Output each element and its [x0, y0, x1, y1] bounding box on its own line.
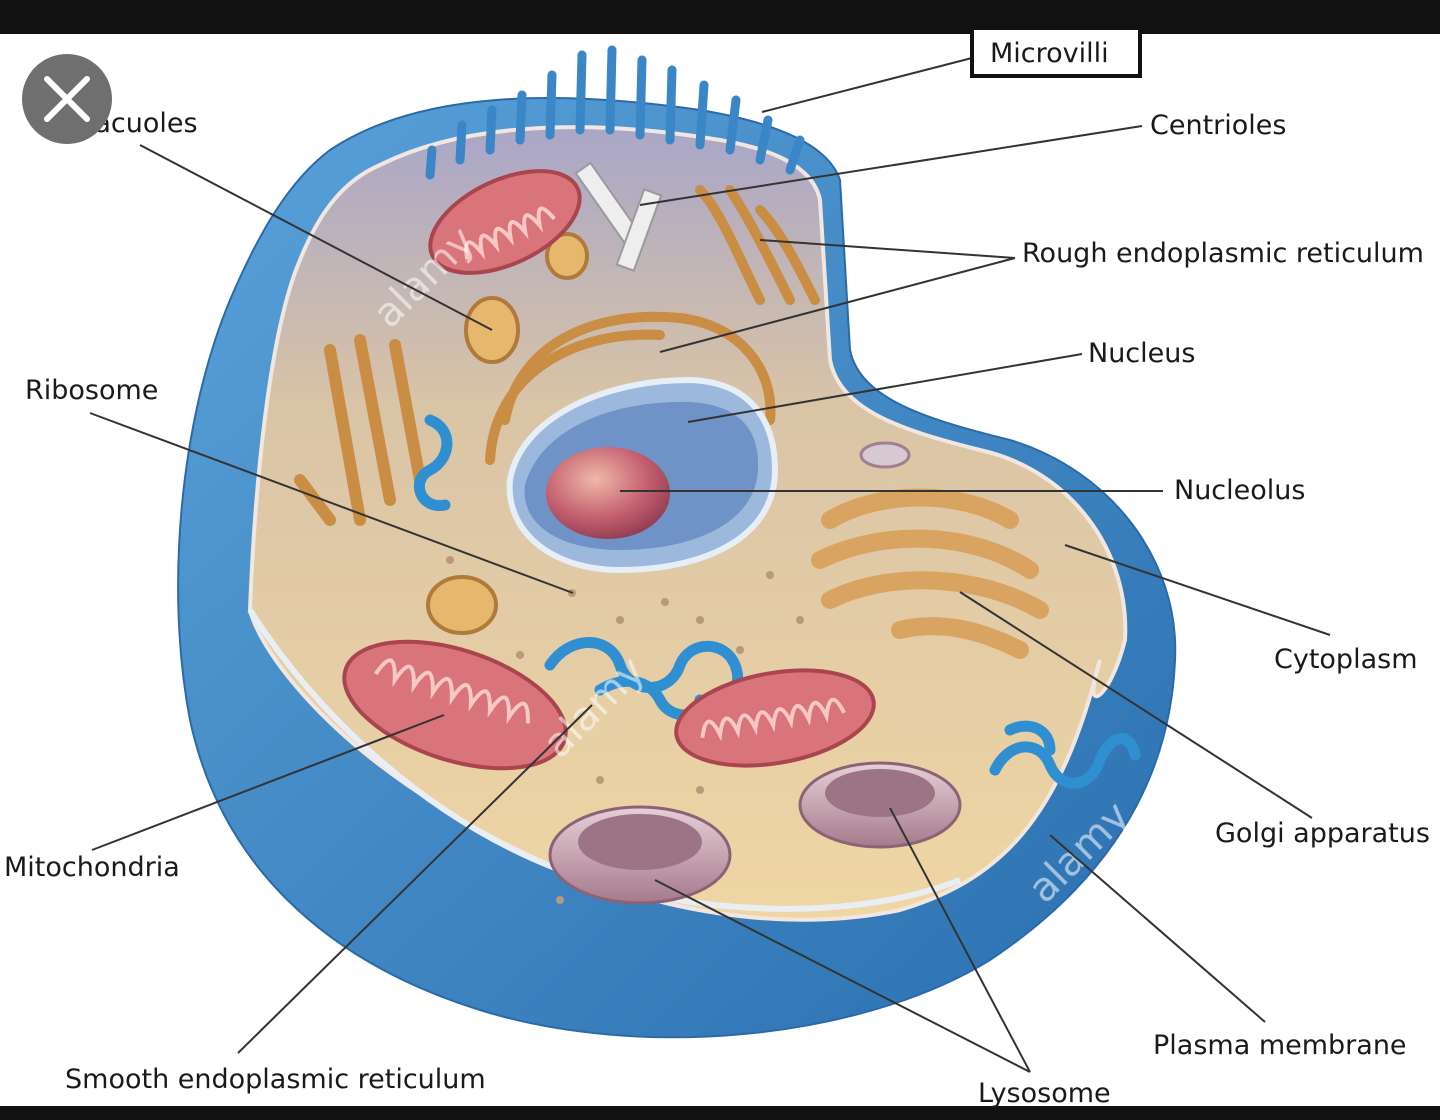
- mitochondrion-shape-right: [674, 668, 876, 768]
- vacuole-shape-4: [859, 441, 911, 469]
- vacuole-shape-3: [426, 575, 498, 635]
- lysosome-shape-1: [548, 805, 732, 905]
- golgi-shape: [811, 488, 1049, 659]
- rough-er-shape: [485, 185, 820, 465]
- label-golgi: Golgi apparatus: [1215, 818, 1430, 849]
- mitochondrion-shape-top: [428, 169, 582, 275]
- label-rough-er: Rough endoplasmic reticulum: [1022, 238, 1424, 269]
- microvilli-shape: [425, 45, 805, 180]
- vacuole-shape-2: [545, 232, 589, 280]
- nucleolus-shape: [546, 447, 670, 539]
- top-bar: [0, 0, 1440, 34]
- close-icon: [44, 76, 90, 122]
- label-smooth-er: Smooth endoplasmic reticulum: [65, 1064, 486, 1095]
- lysosome-shape-2: [798, 761, 962, 849]
- label-centrioles: Centrioles: [1150, 110, 1286, 141]
- close-button[interactable]: [22, 54, 112, 144]
- rough-er-left-shape: [294, 334, 426, 526]
- label-lysosome: Lysosome: [978, 1078, 1111, 1109]
- label-plasma-membrane: Plasma membrane: [1153, 1030, 1407, 1061]
- label-mitochondria: Mitochondria: [4, 852, 180, 883]
- label-ribosome: Ribosome: [25, 375, 158, 406]
- centrioles-shape: [574, 161, 663, 272]
- bottom-bar: [0, 1106, 1440, 1120]
- leader-lines: [89, 57, 1331, 1073]
- label-cytoplasm: Cytoplasm: [1274, 644, 1418, 675]
- microvilli-label-box: [970, 26, 1142, 78]
- label-nucleolus: Nucleolus: [1174, 475, 1305, 506]
- mitochondrion-shape-left: [342, 639, 568, 771]
- label-nucleus: Nucleus: [1088, 338, 1195, 369]
- label-microvilli: Microvilli: [990, 38, 1109, 69]
- ribosome-dots: [446, 556, 804, 904]
